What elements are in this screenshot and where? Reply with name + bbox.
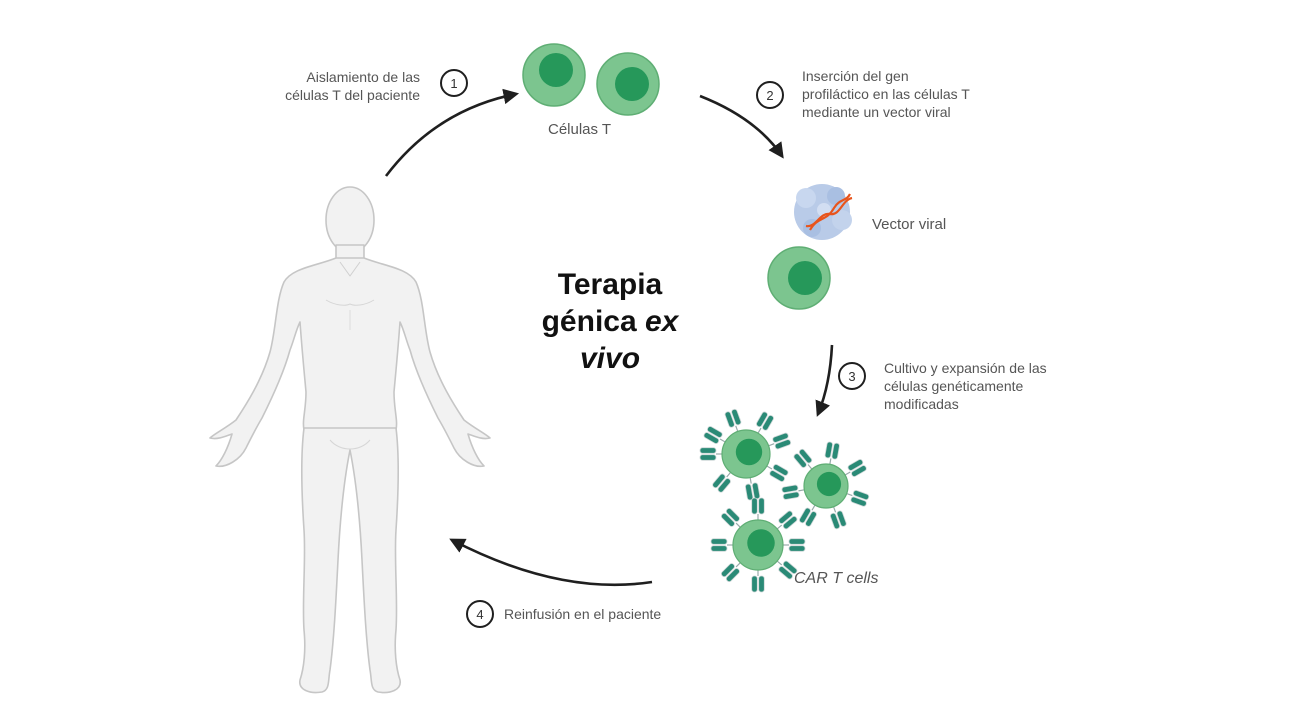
- t-cells-caption: Células T: [548, 121, 612, 138]
- step-1-badge: 1: [440, 69, 468, 97]
- car-t-cells-caption: CAR T cells: [794, 570, 879, 587]
- car-receptor-icon: [712, 473, 731, 493]
- head: [325, 186, 375, 254]
- t-cell-icon: [522, 43, 586, 107]
- car-receptor-icon: [756, 411, 774, 431]
- car-receptor-icon: [720, 507, 740, 527]
- car-receptor-icon: [847, 459, 867, 477]
- car-receptor-icon: [850, 489, 870, 507]
- car-receptor-icon: [829, 510, 847, 530]
- car-receptor-icon: [799, 507, 817, 527]
- arrow-step-3: [815, 344, 834, 417]
- car-receptor-icon: [751, 497, 765, 515]
- car-t-cell-icon: [710, 497, 806, 593]
- step-4-description: Reinfusión en el paciente: [504, 606, 662, 622]
- viral-vector-icon: [794, 184, 853, 240]
- arrow-step-2: [699, 94, 784, 159]
- step-2-badge: 2: [756, 81, 784, 109]
- car-t-cells-group: [699, 408, 870, 593]
- step-1-description: Aislamiento de las células T del pacient…: [285, 69, 420, 103]
- title-line-3: vivo: [579, 342, 641, 375]
- title-line-1: Terapia: [557, 268, 663, 301]
- car-t-cell-icon: [781, 441, 870, 530]
- car-receptor-icon: [778, 510, 798, 530]
- car-receptor-icon: [824, 441, 840, 460]
- viral-vector-caption: Vector viral: [872, 216, 947, 233]
- human-body-figure: [209, 186, 491, 694]
- step-4-badge: 4: [466, 600, 494, 628]
- car-receptor-icon: [699, 447, 717, 461]
- car-receptor-icon: [769, 464, 789, 482]
- car-receptor-icon: [772, 432, 792, 450]
- t-cell-icon: [767, 246, 831, 310]
- title-line-2: génica ex: [541, 305, 679, 338]
- step-3-description: Cultivo y expansión de las células genét…: [884, 360, 1047, 412]
- step-2-description: Inserción del gen profiláctico en las cé…: [802, 68, 970, 120]
- car-receptor-icon: [710, 538, 728, 552]
- car-receptor-icon: [788, 538, 806, 552]
- car-receptor-icon: [793, 448, 813, 468]
- car-receptor-icon: [781, 484, 800, 500]
- step-3-badge: 3: [838, 362, 866, 390]
- diagram-title: Terapia génica ex vivo: [510, 266, 710, 377]
- car-t-cell-icon: [699, 408, 792, 501]
- car-receptor-icon: [720, 563, 740, 583]
- t-cell-icon: [596, 52, 660, 116]
- arrow-step-1: [384, 88, 520, 177]
- car-receptor-icon: [724, 408, 742, 428]
- arrow-step-4: [449, 538, 653, 587]
- car-receptor-icon: [778, 560, 798, 580]
- car-receptor-icon: [751, 575, 765, 593]
- car-receptor-icon: [745, 482, 761, 501]
- car-receptor-icon: [703, 426, 723, 444]
- dna-helix-icon: [805, 193, 853, 231]
